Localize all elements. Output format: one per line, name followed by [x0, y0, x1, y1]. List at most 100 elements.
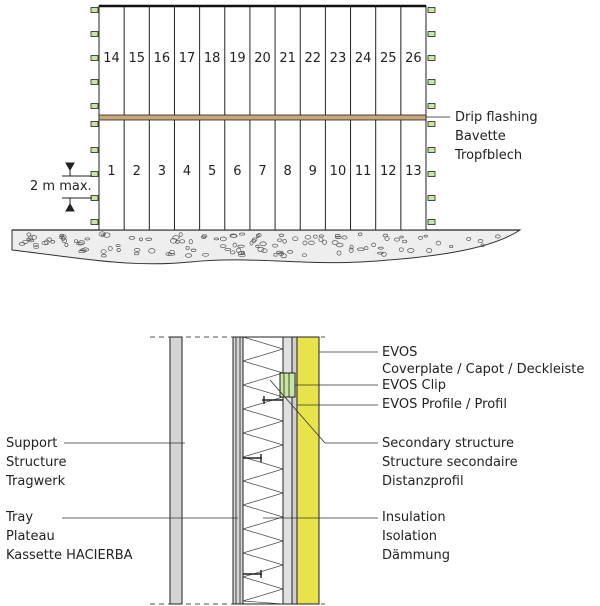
- panel-number: 7: [258, 164, 267, 179]
- secondary-label-fr: Structure secondaire: [382, 455, 518, 470]
- gravel-stone: [59, 235, 64, 239]
- drip-label-en: Drip flashing: [455, 110, 538, 125]
- gravel-stone: [466, 237, 472, 241]
- clip-mark: [427, 7, 436, 13]
- gravel-stone: [145, 237, 153, 241]
- tray-panel: [232, 336, 244, 605]
- drip-label-de: Tropfblech: [455, 148, 523, 163]
- gravel-stone: [331, 240, 339, 245]
- gravel-stone: [377, 251, 384, 255]
- gravel-stone: [202, 252, 209, 257]
- panel-number: 15: [128, 51, 145, 66]
- clip-mark: [90, 195, 99, 201]
- gravel-stone: [276, 250, 284, 254]
- gravel-stone: [101, 254, 107, 258]
- spacing-dimension: [62, 162, 92, 212]
- gravel-stone: [257, 246, 265, 253]
- gravel-stone: [134, 248, 141, 252]
- gravel-stone: [417, 236, 424, 240]
- panel-number: 6: [233, 164, 242, 179]
- gravel-stone: [336, 250, 342, 256]
- clip-mark: [427, 79, 436, 85]
- gravel-stone: [213, 237, 220, 241]
- gravel-stone: [426, 247, 433, 254]
- gravel-stone: [318, 236, 324, 243]
- support-label-fr: Structure: [6, 455, 67, 470]
- panel-number: 26: [405, 51, 422, 66]
- gravel-stone: [133, 251, 140, 256]
- gravel-stone: [238, 253, 246, 258]
- secondary-label-en: Secondary structure: [382, 436, 514, 451]
- clip-mark: [90, 121, 99, 127]
- gravel-stone: [98, 231, 106, 237]
- drip-label-fr: Bavette: [455, 129, 506, 144]
- evos-coverplate: [296, 336, 320, 605]
- gravel-stone: [302, 240, 308, 246]
- panel-number: 12: [379, 164, 397, 179]
- panel-number: 22: [304, 51, 322, 66]
- section-detail: [62, 336, 378, 605]
- gravel-stone: [398, 247, 404, 252]
- panel-number: 11: [354, 164, 372, 179]
- gravel-stone: [363, 246, 369, 250]
- evos-clip-label: EVOS Clip: [382, 378, 447, 393]
- tray-label-de: Kassette HACIERBA: [6, 548, 133, 563]
- gravel-stone: [229, 250, 236, 255]
- gravel-stone: [273, 252, 278, 257]
- gravel-stone: [236, 247, 242, 253]
- spacing-label: 2 m max.: [30, 179, 92, 194]
- gravel-stone: [201, 235, 207, 239]
- gravel-stone: [407, 248, 415, 253]
- gravel-stone: [280, 253, 287, 259]
- gravel-stone: [261, 248, 268, 254]
- gravel-stone: [81, 247, 90, 252]
- gravel-stone: [169, 249, 175, 255]
- gravel-stone: [371, 242, 376, 247]
- gravel-stone: [26, 232, 32, 237]
- clip-mark: [90, 55, 99, 61]
- panel-number: 16: [153, 51, 171, 66]
- gravel-stone: [84, 237, 91, 241]
- panel-number: 8: [283, 164, 292, 179]
- gravel-stone: [64, 242, 69, 247]
- panel-number: 24: [354, 51, 372, 66]
- gravel-stone: [76, 242, 84, 246]
- gravel-stone: [107, 246, 113, 251]
- gravel-stone: [179, 239, 186, 244]
- gravel-stone: [341, 235, 348, 240]
- gravel-stone: [278, 233, 285, 237]
- clip-mark: [90, 7, 99, 13]
- gravel-stone: [251, 238, 257, 243]
- leader-lines: [62, 351, 378, 519]
- gravel-stone: [219, 236, 227, 242]
- clip-mark: [90, 219, 99, 225]
- gravel-stone: [336, 242, 344, 248]
- gravel-stone: [304, 234, 312, 240]
- gravel-stone: [358, 232, 363, 237]
- panel-number: 23: [329, 51, 347, 66]
- gravel-stone: [237, 251, 245, 256]
- gravel-stone: [292, 236, 299, 241]
- evos-clip: [279, 372, 296, 398]
- gravel-stone: [239, 232, 246, 236]
- gravel-stone: [272, 243, 279, 248]
- panel-number: 1: [107, 164, 116, 179]
- gravel-stone: [30, 235, 37, 240]
- gravel-stone: [377, 246, 384, 250]
- gravel-stone: [190, 248, 197, 252]
- panel-number: 9: [308, 164, 317, 179]
- panel-number: 18: [203, 51, 221, 66]
- gravel-stone: [449, 244, 454, 249]
- gravel-stone: [312, 234, 318, 239]
- insulation-layer: [242, 336, 284, 605]
- gravel-stone: [259, 241, 267, 247]
- gravel-stone: [399, 235, 404, 239]
- gravel-stone: [167, 252, 176, 256]
- gravel-stone: [178, 232, 183, 237]
- insulation-label-de: Dämmung: [382, 548, 451, 563]
- gravel-stone: [77, 240, 86, 245]
- gravel-stone: [50, 240, 56, 244]
- screws: [243, 396, 283, 578]
- gravel-stone: [255, 244, 260, 248]
